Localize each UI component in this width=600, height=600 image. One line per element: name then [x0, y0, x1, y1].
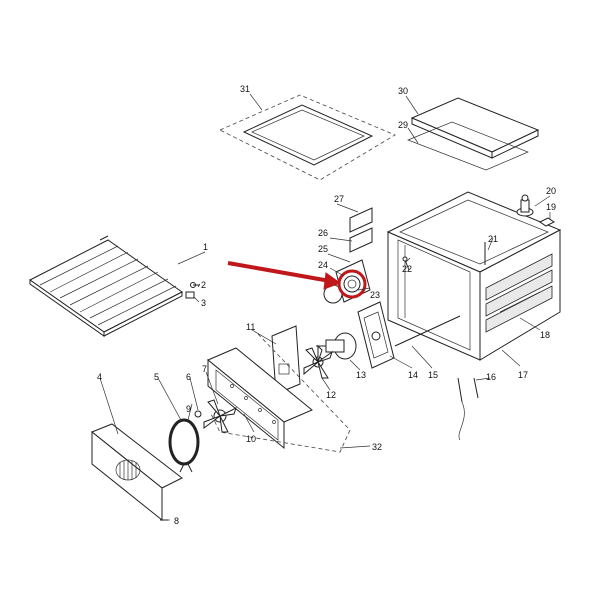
- callout-18: 18: [540, 330, 550, 340]
- leader-lines: [99, 93, 551, 521]
- part-11-rear-panel: [271, 325, 301, 395]
- part-24-switch: [343, 275, 361, 293]
- part-9-heating-element: [168, 418, 200, 473]
- callout-23: 23: [370, 290, 380, 300]
- part-7-convection-fan: [203, 399, 237, 433]
- callout-10: 10: [246, 434, 256, 444]
- callout-13: 13: [356, 370, 366, 380]
- callout-19: 19: [546, 202, 556, 212]
- part-12-fan: [303, 344, 333, 379]
- callout-15: 15: [428, 370, 438, 380]
- part-32-assembly-outline: [209, 333, 351, 453]
- callout-6: 6: [186, 372, 191, 382]
- callout-labels: 1 2 3 4 5 6 7 8 9 10 11 12 13 14 15 16 1…: [97, 84, 556, 526]
- callout-26: 26: [318, 228, 328, 238]
- part-31-frame-gasket: [219, 94, 396, 181]
- callout-14: 14: [408, 370, 418, 380]
- part-10-heater-housing: [207, 347, 313, 450]
- callout-5: 5: [154, 372, 159, 382]
- callout-7: 7: [202, 364, 207, 374]
- callout-27: 27: [334, 194, 344, 204]
- callout-21: 21: [488, 234, 498, 244]
- part-1-wire-rack: [29, 235, 183, 337]
- callout-25: 25: [318, 244, 328, 254]
- highlight-circle: [337, 269, 367, 299]
- callout-20: 20: [546, 186, 556, 196]
- callout-22: 22: [402, 264, 412, 274]
- callout-30: 30: [398, 86, 408, 96]
- callout-31: 31: [240, 84, 250, 94]
- callout-29: 29: [398, 120, 408, 130]
- part-27-plate: [349, 207, 373, 233]
- part-22-screw: [402, 256, 410, 271]
- part-26-plate: [349, 227, 373, 253]
- part-29-insulation: [407, 121, 529, 171]
- part-20-thermostat: [516, 194, 534, 217]
- callout-32: 32: [372, 442, 382, 452]
- highlight-arrow-head: [323, 272, 342, 290]
- oven-cabinet: [386, 191, 562, 361]
- highlight-indicator: [227, 261, 367, 299]
- callout-11: 11: [246, 322, 255, 332]
- highlight-arrow-shaft: [227, 261, 331, 283]
- part-16-probe: [457, 377, 479, 441]
- part-13-motor: [316, 332, 357, 360]
- part-6-nut: [194, 410, 202, 418]
- part-15-rod: [394, 315, 461, 347]
- part-19-clip: [539, 217, 555, 227]
- callout-24: 24: [318, 260, 328, 270]
- callout-3: 3: [201, 298, 206, 308]
- callout-2: 2: [201, 280, 206, 290]
- callout-16: 16: [486, 372, 496, 382]
- part-3-rack-support: [185, 291, 195, 299]
- callout-12: 12: [326, 390, 336, 400]
- callout-8: 8: [174, 516, 179, 526]
- part-2-rack-clip: [190, 282, 200, 288]
- callout-9: 9: [186, 404, 191, 414]
- callout-17: 17: [518, 370, 528, 380]
- callout-4: 4: [97, 372, 102, 382]
- callout-1: 1: [203, 242, 208, 252]
- part-30-top-cover: [410, 97, 540, 159]
- part-4-front-panel: [91, 423, 183, 522]
